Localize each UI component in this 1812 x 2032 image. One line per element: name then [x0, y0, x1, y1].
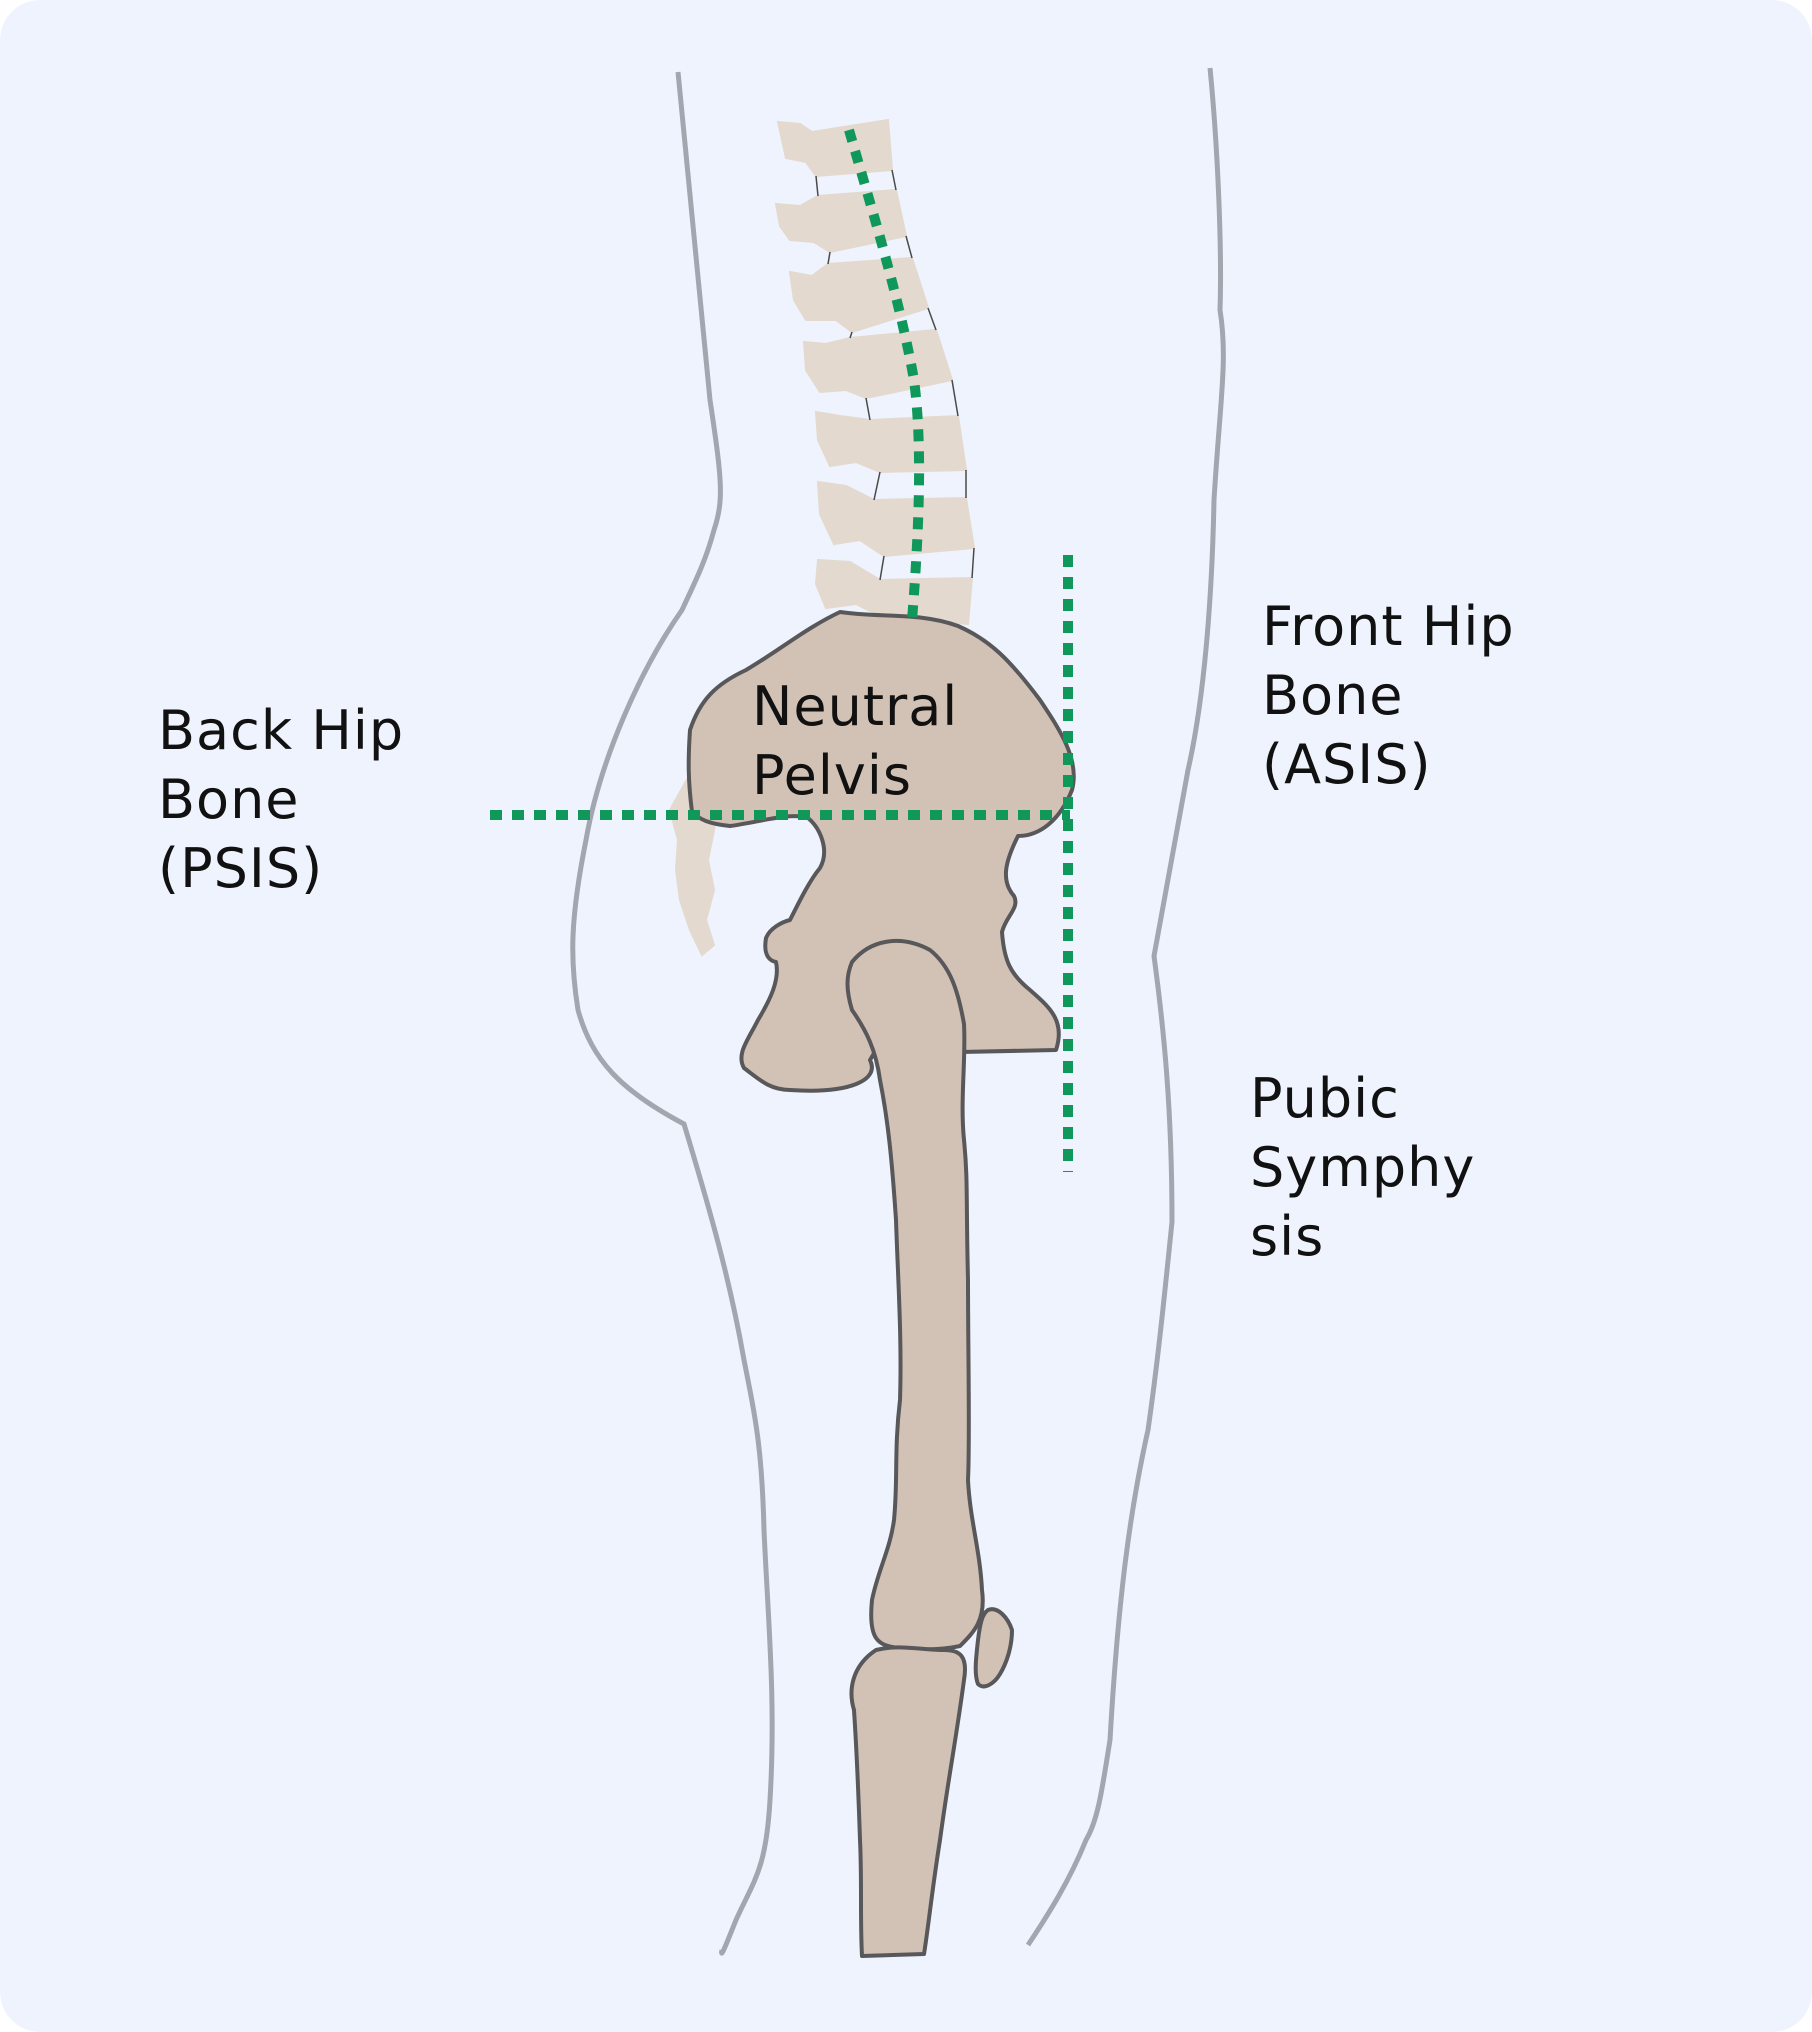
femur [845, 938, 985, 1652]
vertebra-6 [816, 480, 976, 558]
body-outline-back [570, 71, 775, 1956]
back-hip-line3: (PSIS) [158, 837, 324, 900]
front-hip-line2: Bone [1262, 664, 1404, 727]
front-hip-line1: Front Hip [1262, 595, 1515, 658]
neutral-pelvis-label: Neutral Pelvis [752, 672, 958, 810]
vertebra-4 [802, 328, 954, 400]
body-outline-front [1025, 67, 1226, 1947]
back-hip-bone-label: Back Hip Bone (PSIS) [158, 696, 404, 903]
pubic-line3: sis [1250, 1205, 1325, 1268]
front-hip-line3: (ASIS) [1262, 733, 1432, 796]
guide-lines [490, 128, 1073, 1172]
pubic-symphysis-label: Pubic Symphy sis [1250, 1064, 1475, 1271]
pubic-line2: Symphy [1250, 1136, 1476, 1199]
front-hip-bone-label: Front Hip Bone (ASIS) [1262, 592, 1515, 799]
vertebra-5 [814, 410, 968, 474]
back-hip-line2: Bone [158, 768, 300, 831]
disc-lines [815, 169, 975, 581]
tibia [849, 1645, 967, 1958]
vertebra-3 [788, 256, 930, 334]
patella [973, 1607, 1014, 1689]
lumbar-spine [668, 118, 976, 957]
back-hip-line1: Back Hip [158, 699, 405, 762]
neutral-pelvis-line2: Pelvis [752, 744, 912, 807]
pubic-line1: Pubic [1250, 1067, 1400, 1130]
neutral-pelvis-line1: Neutral [752, 675, 959, 738]
vertebra-1 [776, 118, 894, 178]
vertebra-2 [774, 188, 908, 254]
pelvis-bone [686, 610, 1076, 1093]
